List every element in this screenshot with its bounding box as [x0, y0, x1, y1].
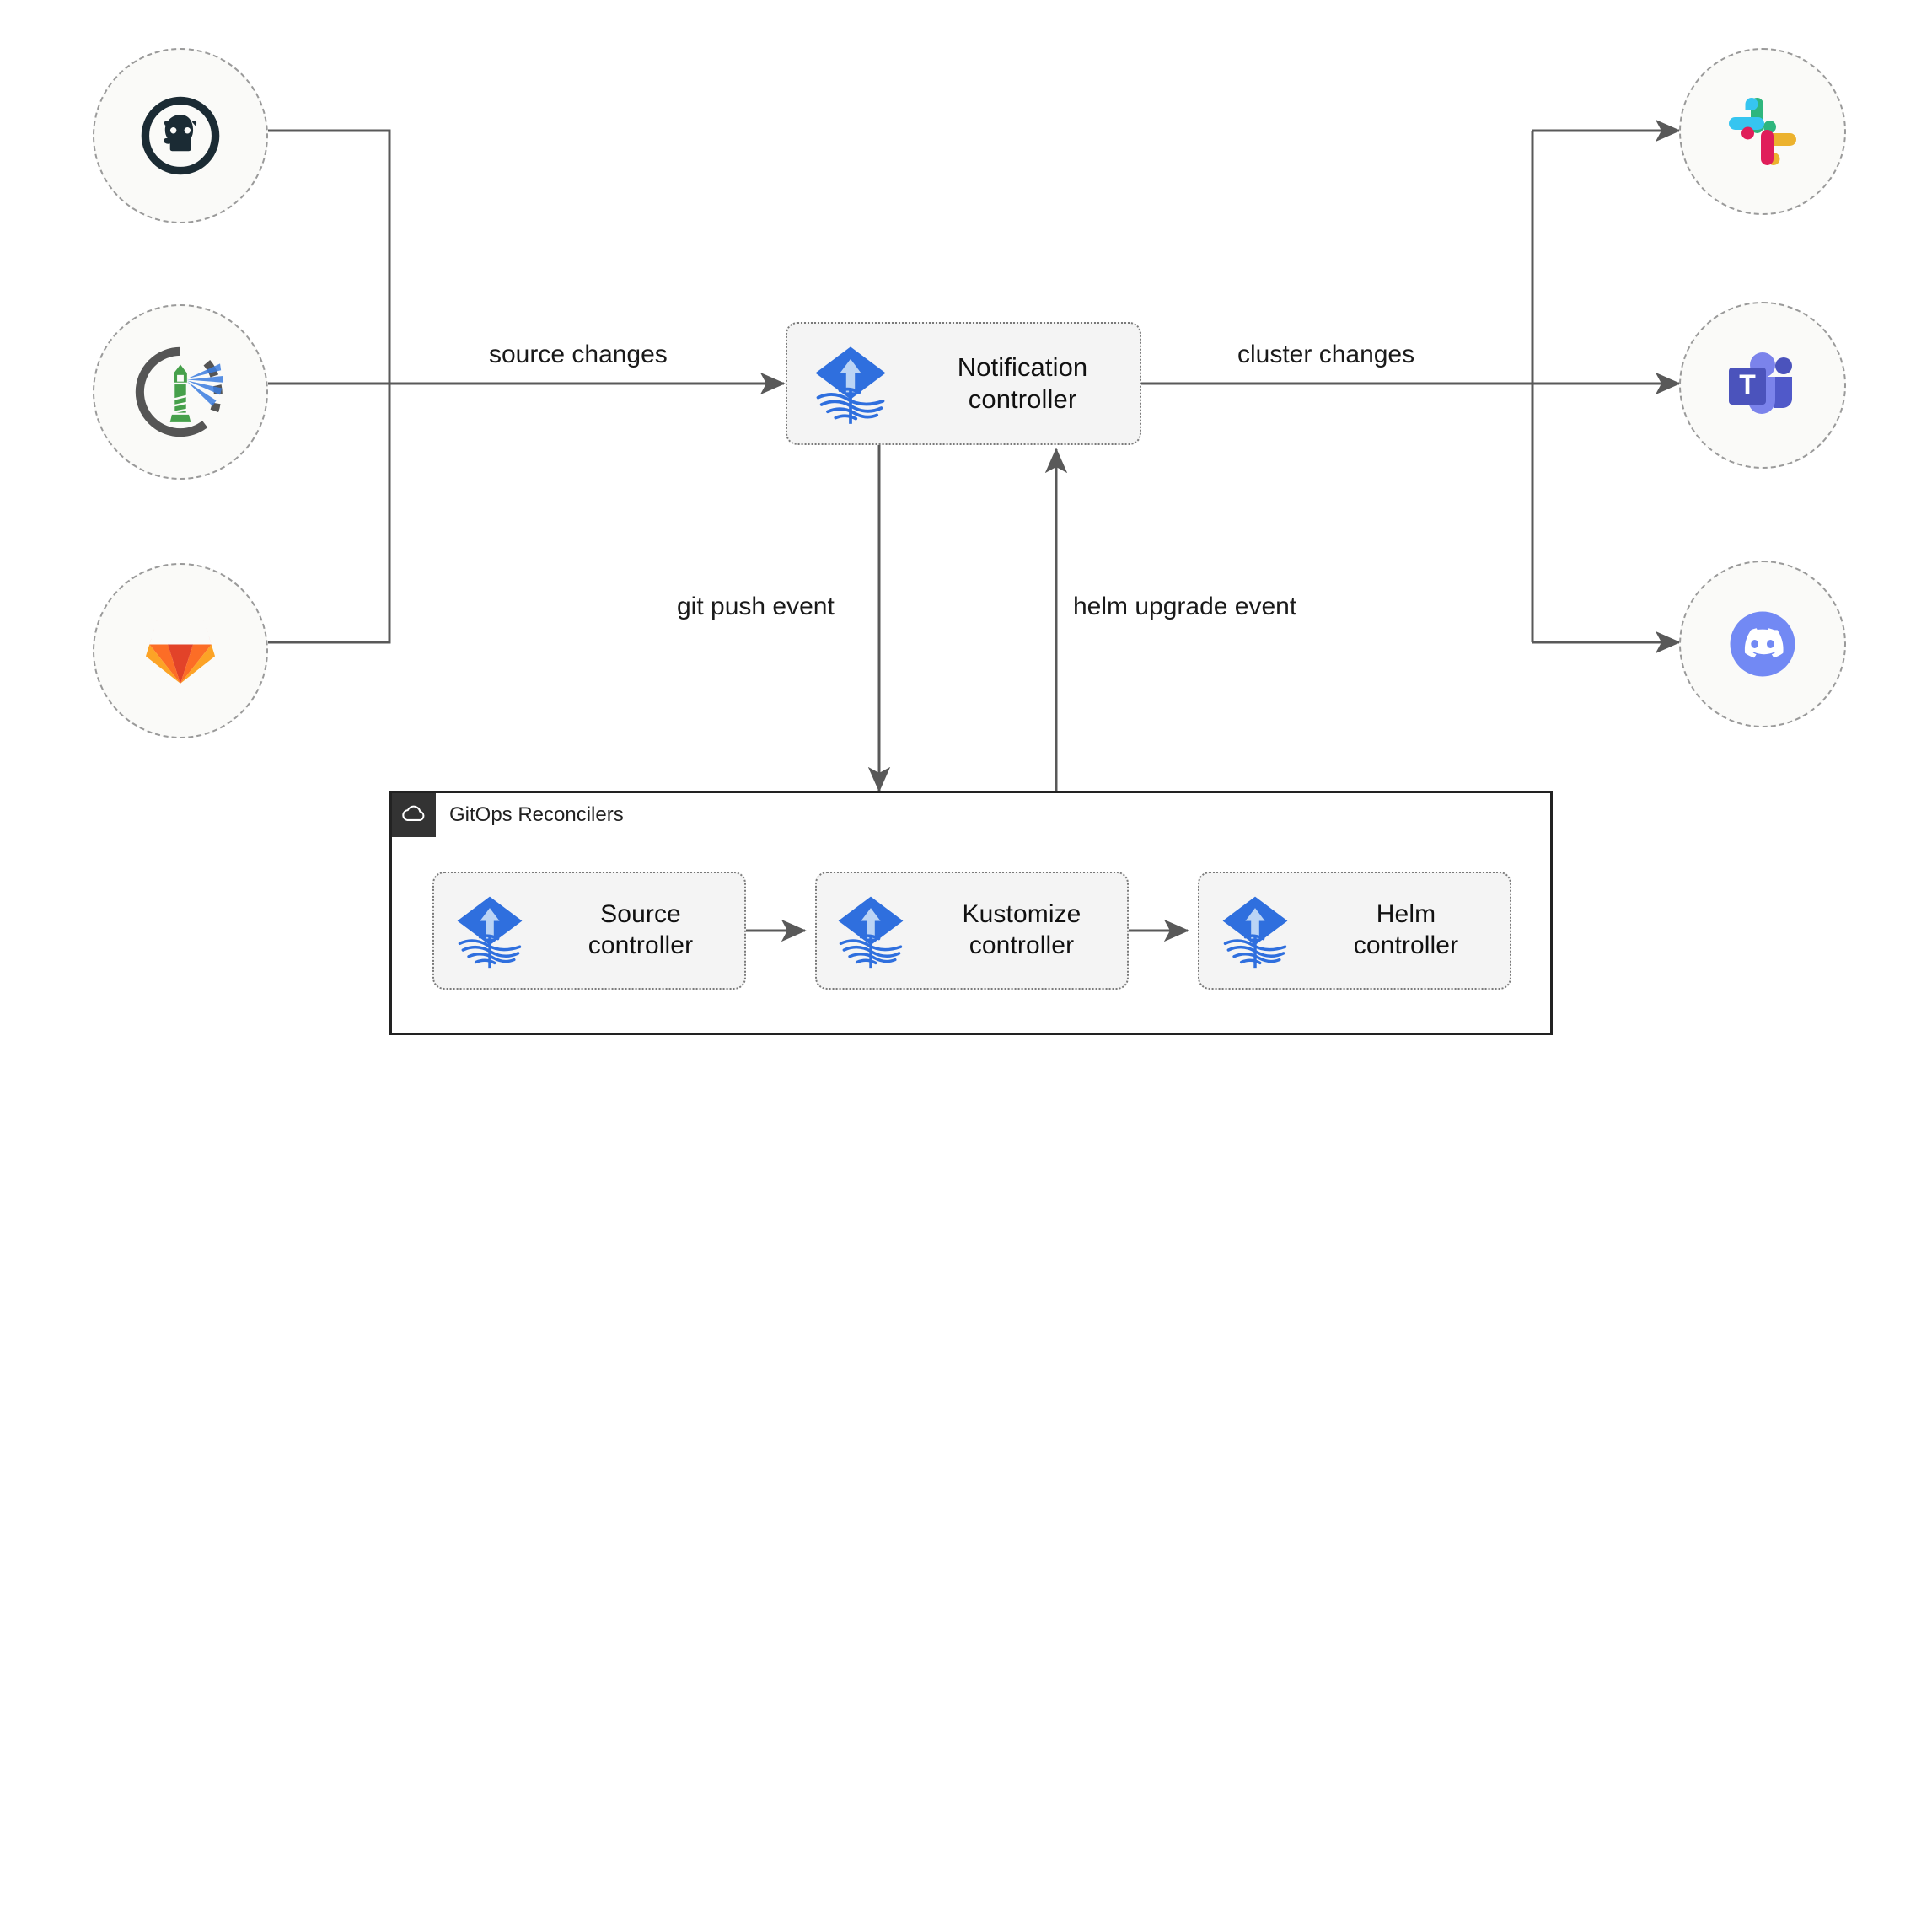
svg-text:T: T [1739, 369, 1756, 400]
notification-controller-label: Notification controller [957, 352, 1088, 414]
flux-controller-icon [1199, 890, 1311, 971]
source-node-gitlab[interactable] [93, 563, 268, 738]
wire-gitlab-to-bus [268, 384, 391, 644]
edge-label-cluster-changes: cluster changes [1231, 338, 1422, 372]
kustomize-controller-box[interactable]: Kustomize controller [815, 872, 1129, 990]
slack-icon [1720, 89, 1805, 174]
gitlab-icon [135, 605, 226, 696]
destination-node-slack[interactable] [1679, 48, 1846, 215]
connector-lines [268, 119, 1681, 942]
flux-controller-icon [787, 340, 914, 427]
gitops-reconcilers-title: GitOps Reconcilers [449, 803, 624, 826]
helm-controller-box[interactable]: Helm controller [1198, 872, 1511, 990]
helm-controller-label: Helm controller [1353, 900, 1459, 959]
destination-node-teams[interactable]: T [1679, 302, 1846, 469]
gitops-reconcilers-group[interactable]: GitOps Reconcilers Source contr [389, 791, 1553, 1035]
microsoft-teams-icon: T [1720, 343, 1805, 427]
source-node-flux[interactable] [93, 304, 268, 480]
cloud-icon [392, 793, 436, 837]
kustomize-controller-label: Kustomize controller [962, 900, 1081, 959]
wire-github-to-bus [268, 129, 391, 384]
source-node-github[interactable] [93, 48, 268, 223]
source-controller-box[interactable]: Source controller [432, 872, 746, 990]
notification-controller-box[interactable]: Notification controller [786, 322, 1141, 445]
destination-node-discord[interactable] [1679, 561, 1846, 727]
flux-lighthouse-icon [133, 345, 228, 439]
diagram-canvas: Notification controller [93, 48, 1846, 1035]
flux-controller-icon [434, 890, 545, 971]
edge-label-git-push-event: git push event [670, 590, 841, 624]
github-icon [137, 92, 224, 180]
edge-label-source-changes: source changes [482, 338, 674, 372]
edge-label-helm-upgrade-event: helm upgrade event [1066, 590, 1304, 624]
flux-controller-icon [817, 890, 925, 971]
source-controller-label: Source controller [588, 900, 694, 959]
gitops-reconcilers-header: GitOps Reconcilers [392, 793, 624, 837]
discord-icon [1719, 600, 1806, 688]
